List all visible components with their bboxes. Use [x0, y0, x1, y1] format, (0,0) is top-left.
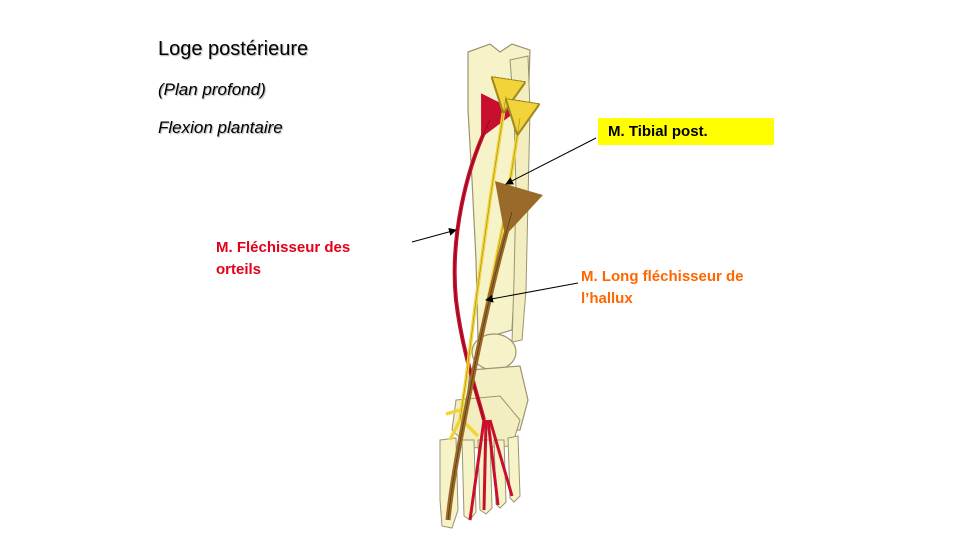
slide-subtitle: (Plan profond) — [158, 80, 266, 99]
pointer-flechisseur — [411, 227, 457, 243]
slide-action: Flexion plantaire — [158, 118, 283, 137]
long-flechisseur-hallux-label: M. Long fléchisseur de l’hallux — [581, 266, 791, 310]
flechisseur-line1: M. Fléchisseur des — [216, 239, 351, 256]
tibial-post-label: M. Tibial post. — [598, 118, 774, 145]
flexor-digitorum-tendons — [468, 419, 514, 521]
flechisseur-line2: orteils — [216, 261, 262, 278]
hallux-line2: l’hallux — [581, 290, 633, 307]
pointer-hallux — [485, 282, 579, 303]
slide-title: Loge postérieure — [158, 38, 309, 60]
hallux-line1: M. Long fléchisseur de — [581, 268, 744, 285]
flechisseur-orteils-label: M. Fléchisseur des orteils — [216, 237, 396, 281]
pointer-tibial — [505, 137, 597, 185]
